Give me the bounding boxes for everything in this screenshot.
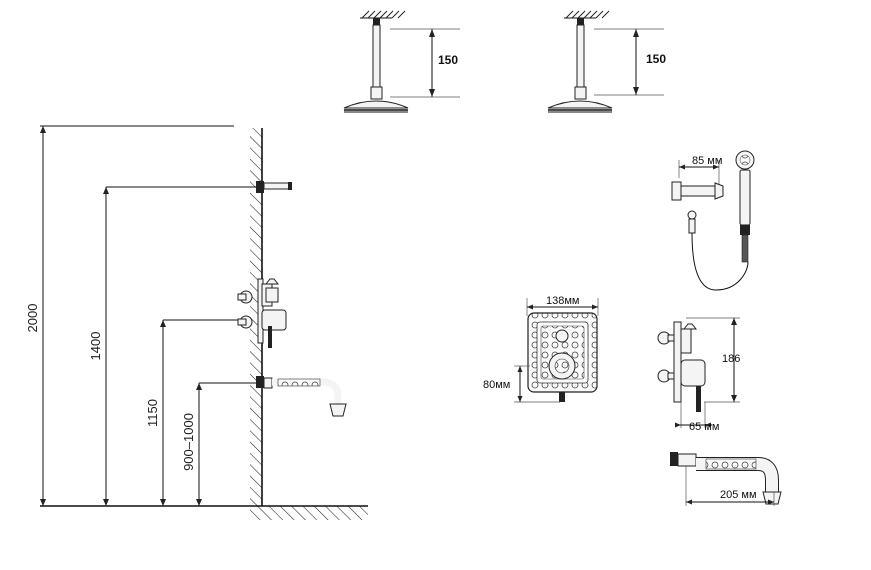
- holder-offset-label: 85 мм: [692, 155, 722, 167]
- mixer-height-label: 80мм: [483, 379, 510, 391]
- height-mixer-label: 1150: [145, 399, 160, 427]
- ceiling-left-length-label: 150: [438, 53, 458, 67]
- ceiling-right-length-label: 150: [646, 52, 666, 66]
- mixer-depth-label: 65 мм: [689, 421, 719, 433]
- side-view-installation: 2000 1400 1150 900–1000: [25, 125, 368, 520]
- mixer-width-label: 138мм: [546, 295, 579, 307]
- height-spout-label: 900–1000: [181, 413, 196, 471]
- ceiling-mount-right: 150: [547, 10, 666, 113]
- mixer-side-height-label: 186: [722, 353, 740, 365]
- height-overhead-label: 1400: [88, 332, 103, 361]
- spout-detail: 205 мм: [670, 452, 782, 506]
- height-total-label: 2000: [25, 304, 40, 333]
- ceiling-mount-left: 150: [343, 10, 460, 113]
- spout-length-label: 205 мм: [720, 489, 757, 501]
- mixer-side-view: 186 65 мм: [657, 317, 740, 433]
- hand-shower-set: 85 мм: [671, 150, 755, 291]
- mixer-front-view: 138мм 80мм: [483, 295, 599, 403]
